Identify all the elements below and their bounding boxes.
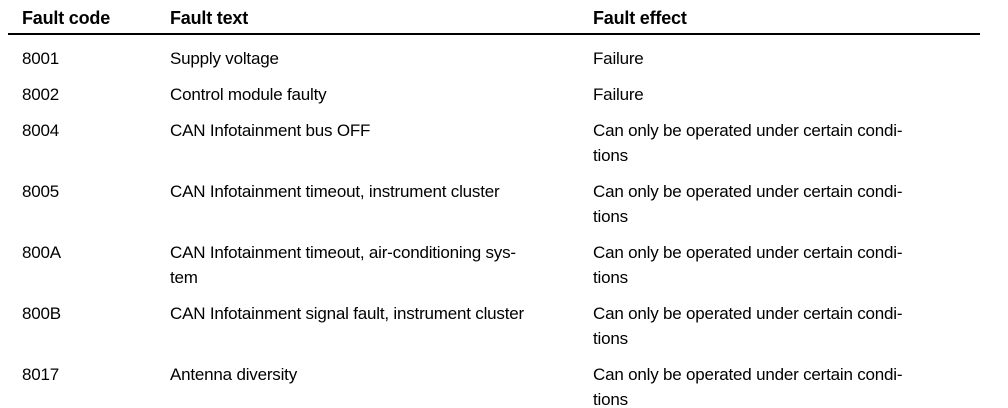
fault-text-cell: CAN Infotainment timeout, air-conditioni… xyxy=(170,243,516,287)
table-row: 800A CAN Infotainment timeout, air-condi… xyxy=(8,229,980,290)
table-row: 8002 Control module faulty Failure xyxy=(8,71,980,107)
fault-text-cell: Antenna diversity xyxy=(170,365,298,384)
table-row: 8001 Supply voltage Failure xyxy=(8,34,980,71)
table-row: 800B CAN Infotainment signal fault, inst… xyxy=(8,290,980,351)
fault-effect-cell: Failure xyxy=(593,49,644,68)
fault-text-cell: Control module faulty xyxy=(170,85,327,104)
fault-text-cell: CAN Infotainment signal fault, instrumen… xyxy=(170,304,524,323)
column-header-fault-code: Fault code xyxy=(8,2,170,35)
fault-code-cell: 800B xyxy=(22,304,61,323)
fault-effect-cell: Can only be operated under certain condi… xyxy=(593,182,903,226)
fault-effect-cell: Failure xyxy=(593,85,644,104)
fault-effect-cell: Can only be operated under certain condi… xyxy=(593,304,903,348)
fault-code-cell: 800A xyxy=(22,243,61,262)
table-row: 8017 Antenna diversity Can only be opera… xyxy=(8,351,980,408)
fault-effect-cell: Can only be operated under certain condi… xyxy=(593,243,903,287)
fault-text-cell: CAN Infotainment timeout, instrument clu… xyxy=(170,182,500,201)
table-header-row: Fault code Fault text Fault effect xyxy=(8,2,980,35)
table-row: 8005 CAN Infotainment timeout, instrumen… xyxy=(8,168,980,229)
fault-code-cell: 8004 xyxy=(22,121,60,140)
column-header-fault-effect: Fault effect xyxy=(593,2,980,35)
fault-effect-cell: Can only be operated under certain condi… xyxy=(593,365,903,408)
fault-code-cell: 8005 xyxy=(22,182,60,201)
fault-effect-cell: Can only be operated under certain condi… xyxy=(593,121,903,165)
fault-code-table: Fault code Fault text Fault effect 8001 … xyxy=(8,2,980,408)
fault-text-cell: CAN Infotainment bus OFF xyxy=(170,121,371,140)
fault-code-cell: 8017 xyxy=(22,365,60,384)
column-header-fault-text: Fault text xyxy=(170,2,593,35)
table-row: 8004 CAN Infotainment bus OFF Can only b… xyxy=(8,107,980,168)
fault-code-cell: 8002 xyxy=(22,85,60,104)
fault-text-cell: Supply voltage xyxy=(170,49,279,68)
fault-code-cell: 8001 xyxy=(22,49,60,68)
